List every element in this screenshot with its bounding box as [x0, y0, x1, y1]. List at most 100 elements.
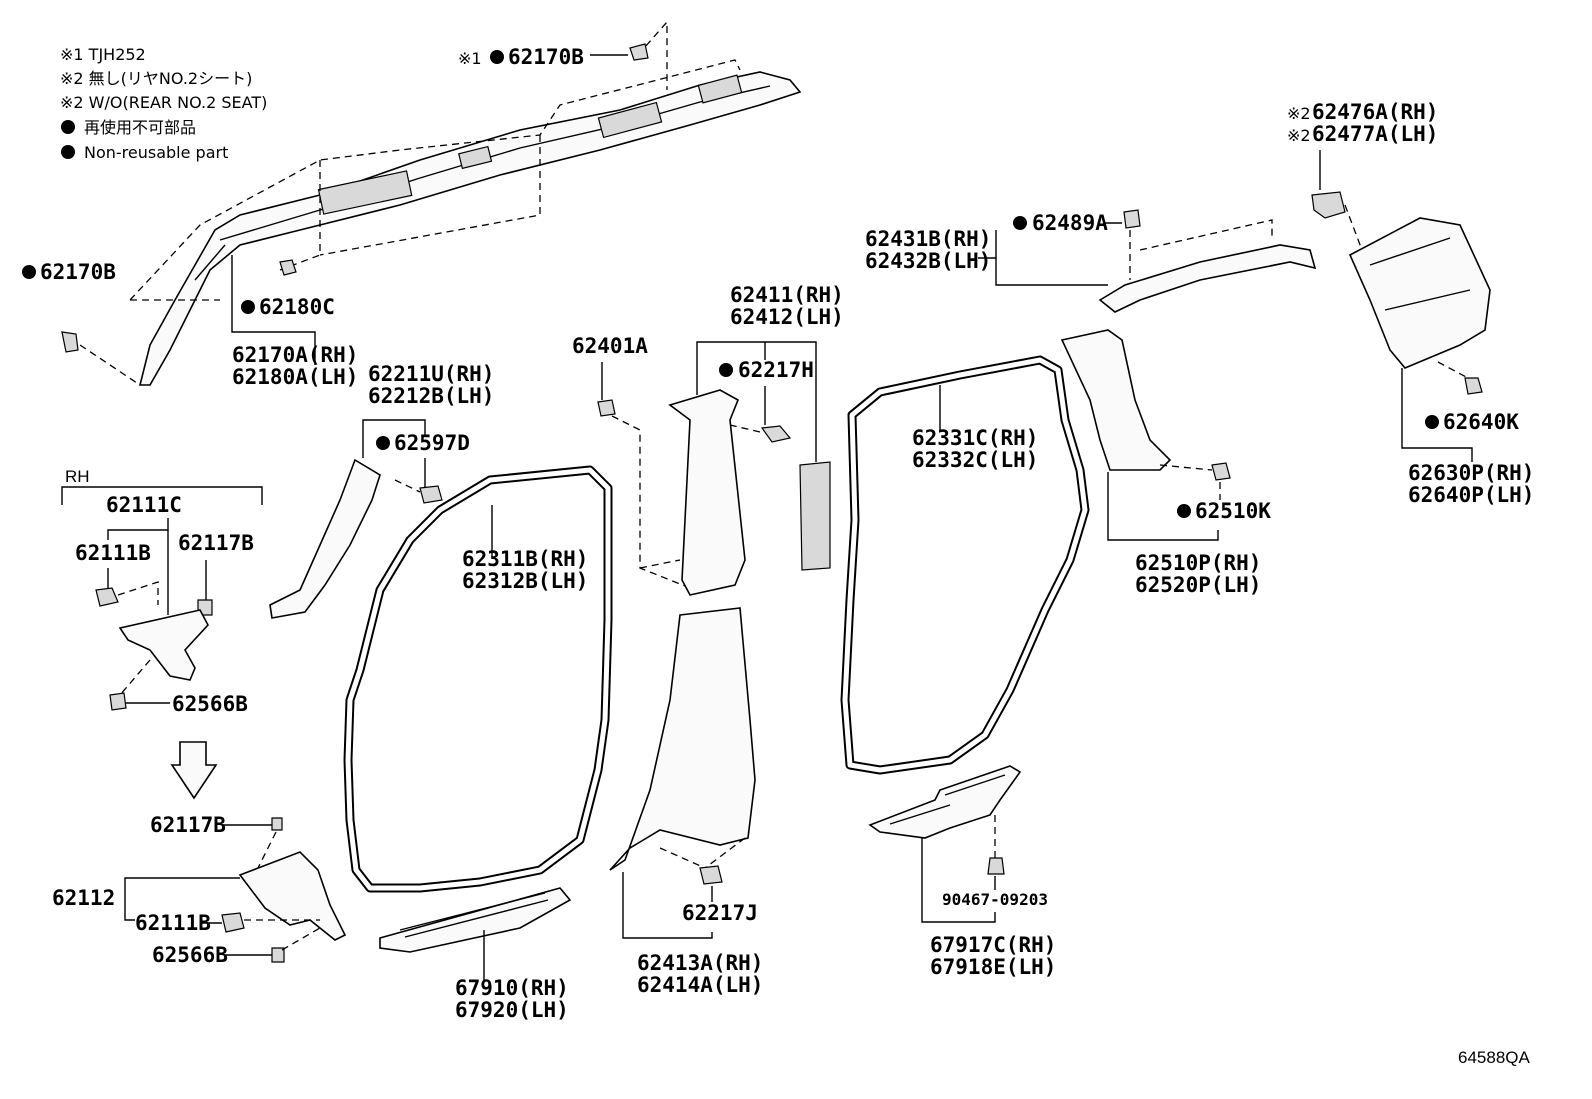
label-62510K: 62510K	[1195, 499, 1271, 523]
clip-62180C-icon	[279, 259, 297, 276]
label-62477A-mark: ※2	[1287, 126, 1311, 145]
clip-62217H-icon	[760, 425, 792, 443]
rh-bracket-group: RH 62111C 62111B 62117B 62566B 62117B 62…	[52, 467, 347, 967]
clip-62510K-icon	[1211, 462, 1231, 481]
roof-side-garnish-part	[138, 71, 802, 386]
label-62566B-a: 62566B	[172, 692, 248, 716]
non-reusable-dot-icon	[1013, 216, 1027, 230]
label-62211U: 62211U(RH)	[368, 362, 494, 386]
label-62180A: 62180A(LH)	[232, 365, 358, 389]
clip-62217J-icon	[699, 865, 723, 885]
label-67918E: 67918E(LH)	[930, 955, 1056, 979]
down-arrow-icon	[170, 741, 218, 800]
label-62412: 62412(LH)	[730, 305, 844, 329]
quarter-trim-group: ※2 62476A(RH) ※2 62477A(LH) 62640K 62630…	[1287, 100, 1534, 507]
label-62212B: 62212B(LH)	[368, 384, 494, 408]
clip-62597D-icon	[419, 485, 443, 504]
cover-62476A-part	[1311, 191, 1346, 219]
legend-notes: ※1 TJH252 ※2 無し(リヤNO.2シート) ※2 W/O(REAR N…	[60, 45, 267, 162]
cowl-side-trim-62112-part	[238, 851, 347, 941]
rear-pillar-garnish-group: 62510K 62510P(RH) 62520P(LH)	[1060, 329, 1271, 597]
clip-62111B-b-icon	[221, 912, 245, 933]
non-reusable-dot-icon	[1425, 415, 1439, 429]
front-scuff-plate-part	[379, 887, 572, 953]
label-67917C: 67917C(RH)	[930, 933, 1056, 957]
front-door-weatherstrip-part	[343, 465, 613, 893]
non-reusable-dot-icon	[719, 363, 733, 377]
center-pillar-lower-garnish-part	[609, 607, 756, 871]
screw-90467-icon	[987, 857, 1005, 875]
non-reusable-dot-icon	[22, 265, 36, 279]
label-62476A-mark: ※2	[1287, 104, 1311, 123]
front-pillar-garnish-group: 62211U(RH) 62212B(LH) 62597D	[269, 362, 494, 619]
label-62414A: 62414A(LH)	[637, 973, 763, 997]
label-62630P: 62630P(RH)	[1408, 461, 1534, 485]
label-62170B-left: 62170B	[40, 260, 116, 284]
label-62401A: 62401A	[572, 334, 648, 358]
label-62111B-b: 62111B	[135, 911, 211, 935]
note-tjh252: ※1 TJH252	[60, 45, 146, 64]
rear-pillar-garnish-part	[1060, 329, 1172, 471]
non-reusable-dot-icon	[61, 120, 75, 134]
center-pillar-group: 62401A 62411(RH) 62412(LH) 62217H 62217J…	[572, 283, 844, 997]
label-62510P: 62510P(RH)	[1135, 551, 1261, 575]
nut-62566B-icon	[109, 692, 127, 711]
clip-62401A-icon	[597, 399, 616, 417]
label-62170B-top-mark: ※1	[458, 49, 482, 68]
label-62170A: 62170A(RH)	[232, 343, 358, 367]
center-pillar-upper-garnish-part	[668, 389, 746, 596]
label-rh-title: RH	[65, 467, 90, 486]
rear-door-weatherstrip-part	[840, 355, 1090, 775]
label-62117B-b: 62117B	[150, 813, 226, 837]
roof-side-inner-garnish-part	[1098, 244, 1317, 313]
label-62111B-a: 62111B	[75, 541, 151, 565]
clip-62117B-b-icon	[271, 817, 283, 831]
label-62217J: 62217J	[682, 901, 758, 925]
label-62489A: 62489A	[1032, 211, 1108, 235]
label-62411: 62411(RH)	[730, 283, 844, 307]
label-62640K: 62640K	[1443, 410, 1519, 434]
note-without-rear-seat-en: ※2 W/O(REAR NO.2 SEAT)	[60, 93, 267, 112]
label-62311B: 62311B(RH)	[462, 547, 588, 571]
label-62640P: 62640P(LH)	[1408, 483, 1534, 507]
figure-reference-code: 64588QA	[1458, 1048, 1530, 1067]
non-reusable-dot-icon	[61, 145, 75, 159]
clip-62111B-icon	[95, 587, 119, 607]
non-reusable-dot-icon	[490, 50, 504, 64]
label-62180C: 62180C	[259, 295, 335, 319]
label-62170B-top: 62170B	[508, 45, 584, 69]
clip-62170B-top-icon	[629, 43, 649, 61]
non-reusable-dot-icon	[376, 436, 390, 450]
clip-62489A-icon	[1123, 209, 1141, 229]
nut-62566B-b-icon	[271, 947, 285, 963]
label-62413A: 62413A(RH)	[637, 951, 763, 975]
label-62111C: 62111C	[106, 493, 182, 517]
label-62112: 62112	[52, 886, 115, 910]
note-non-reusable-jp: 再使用不可部品	[84, 118, 196, 137]
label-90467: 90467-09203	[942, 890, 1048, 909]
note-without-rear-seat-jp: ※2 無し(リヤNO.2シート)	[60, 69, 252, 88]
label-62332C: 62332C(LH)	[912, 448, 1038, 472]
rear-scuff-plate-part	[868, 765, 1022, 839]
label-62566B-b: 62566B	[152, 943, 228, 967]
label-62476A: 62476A(RH)	[1312, 100, 1438, 124]
cowl-bracket-part	[118, 609, 209, 681]
seat-belt-cover-part	[799, 461, 831, 571]
label-62312B: 62312B(LH)	[462, 569, 588, 593]
clip-62640K-icon	[1464, 377, 1483, 395]
front-pillar-garnish-part	[269, 458, 381, 619]
label-62217H: 62217H	[738, 358, 814, 382]
label-62331C: 62331C(RH)	[912, 426, 1038, 450]
non-reusable-dot-icon	[1177, 504, 1191, 518]
label-67920: 67920(LH)	[455, 998, 569, 1022]
label-62117B-a: 62117B	[178, 531, 254, 555]
roof-side-inner-group: 62431B(RH) 62432B(LH) 62489A	[865, 209, 1317, 313]
non-reusable-dot-icon	[241, 300, 255, 314]
note-non-reusable-en: Non-reusable part	[84, 143, 228, 162]
clip-62170B-left-icon	[61, 331, 79, 353]
label-62431B: 62431B(RH)	[865, 227, 991, 251]
label-62597D: 62597D	[394, 431, 470, 455]
label-62477A: 62477A(LH)	[1312, 122, 1438, 146]
quarter-trim-panel-part	[1348, 217, 1491, 369]
